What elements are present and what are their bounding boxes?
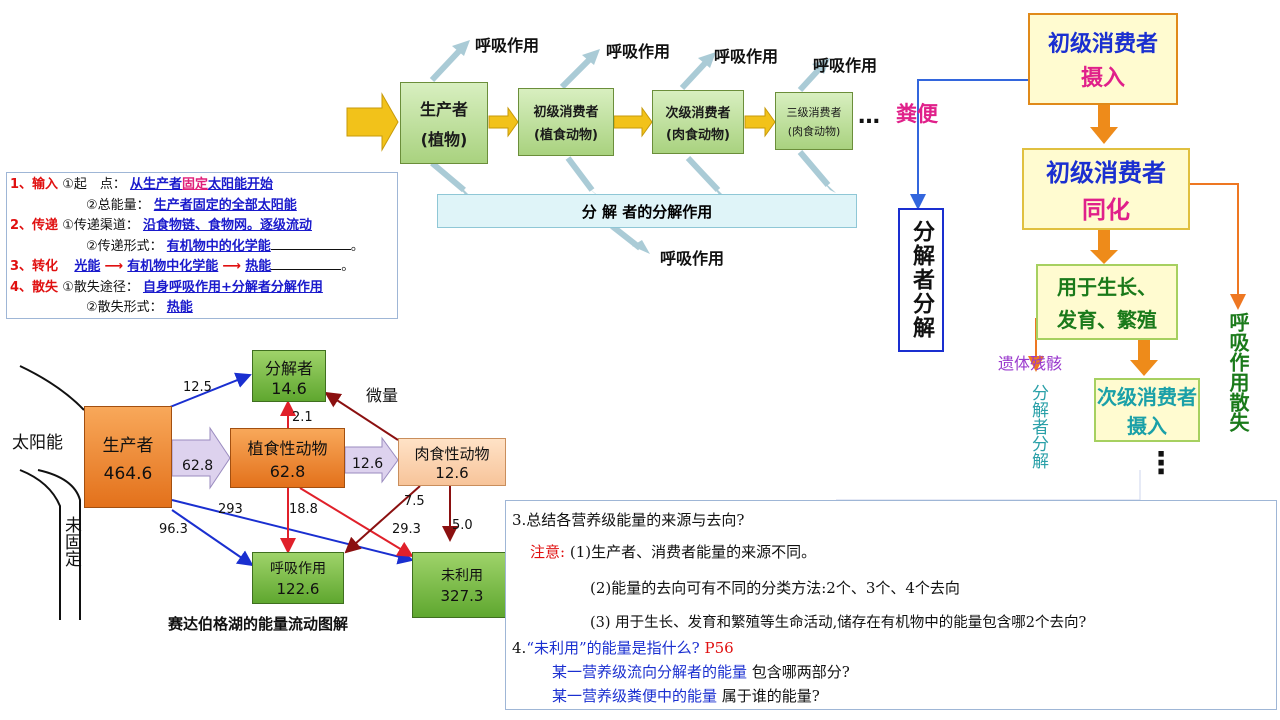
feces-line bbox=[910, 79, 1028, 210]
question-4-line-1: 某一营养级流向分解者的能量 包含哪两部分? bbox=[552, 663, 850, 681]
flow-value-96-3: 96.3 bbox=[159, 522, 188, 537]
feces-label: 粪便 bbox=[896, 102, 938, 126]
input-arrow bbox=[346, 92, 399, 152]
ss-producer-box: 生产者 464.6 bbox=[84, 406, 172, 508]
flow-value-5-0: 5.0 bbox=[452, 518, 473, 533]
trace-label: 微量 bbox=[366, 386, 399, 405]
right-orange-arrows bbox=[1090, 105, 1158, 376]
fat-arrow-herb-carn bbox=[344, 436, 399, 484]
chain-ellipsis: … bbox=[858, 104, 880, 129]
flow-arrow-2 bbox=[613, 106, 653, 138]
more-dots: ⋮ bbox=[1146, 446, 1176, 481]
summary-row-dissipation-form: ②散失形式： 热能 bbox=[86, 300, 193, 315]
diagram-caption: 赛达伯格湖的能量流动图解 bbox=[168, 615, 349, 633]
unfixed-label: 未固定 bbox=[61, 516, 81, 567]
flow-value-12-5: 12.5 bbox=[183, 380, 212, 395]
ss-carnivore-box: 肉食性动物 12.6 bbox=[398, 438, 506, 486]
flow-value-62-8: 62.8 bbox=[182, 458, 214, 474]
respiration-label-2: 呼吸作用 bbox=[606, 42, 671, 61]
summary-row-input-total: ②总能量： 生产者固定的全部太阳能 bbox=[86, 197, 297, 213]
sun-line-top bbox=[19, 365, 85, 411]
summary-row-transfer-channel: 2、传递 ①传递渠道： 沿食物链、食物网。逐级流动 bbox=[10, 218, 312, 233]
secondary-consumer-box: 次级消费者 (肉食动物) bbox=[652, 90, 744, 154]
question-3: 3.总结各营养级能量的来源与去向? bbox=[512, 511, 745, 529]
note-3: (3) 用于生长、发育和繁殖等生命活动,储存在有机物中的能量包含哪2个去向? bbox=[590, 615, 1087, 631]
decomposer-vertical-text: 分解者分解 bbox=[1028, 384, 1048, 469]
remains-label: 遗体残骸 bbox=[998, 354, 1063, 373]
note-2: (2)能量的去向可有不同的分类方法:2个、3个、4个去向 bbox=[590, 579, 960, 597]
sun-label: 太阳能 bbox=[12, 433, 63, 453]
summary-row-conversion: 3、转化 光能 ⟶ 有机物中化学能 ⟶ 热能。 bbox=[10, 259, 355, 274]
respiration-label-5: 呼吸作用 bbox=[660, 249, 725, 268]
question-4-row: 4.“未利用”的能量是指什么? P56 bbox=[512, 639, 734, 657]
ss-respiration-box: 呼吸作用 122.6 bbox=[252, 552, 344, 604]
decomposer-bar: 分 解 者的分解作用 bbox=[437, 194, 857, 228]
arrow-right-icon: ⟶ bbox=[222, 259, 242, 274]
summary-row-transfer-form: ②传递形式： 有机物中的化学能。 bbox=[86, 238, 364, 254]
ss-unused-box: 未利用 327.3 bbox=[412, 552, 512, 618]
flow-value-2-1: 2.1 bbox=[292, 410, 313, 425]
note-1-row: 注意: (1)生产者、消费者能量的来源不同。 bbox=[530, 543, 817, 561]
primary-assimilation-box: 初级消费者 同化 bbox=[1022, 148, 1190, 230]
note-label: 注意: bbox=[530, 543, 566, 561]
primary-intake-box: 初级消费者 摄入 bbox=[1028, 13, 1178, 105]
summary-row-input-origin: 1、输入 ①起 点： 从生产者固定太阳能开始 bbox=[10, 177, 274, 192]
summary-panel: 1、输入 ①起 点： 从生产者固定太阳能开始 ②总能量： 生产者固定的全部太阳能… bbox=[6, 172, 398, 319]
respiration-label-4: 呼吸作用 bbox=[813, 56, 878, 75]
tertiary-consumer-box: 三级消费者 (肉食动物) bbox=[775, 92, 853, 150]
questions-panel: 3.总结各营养级能量的来源与去向? 注意: (1)生产者、消费者能量的来源不同。… bbox=[505, 500, 1277, 710]
flow-value-12-6: 12.6 bbox=[352, 456, 384, 472]
respiration-label-1: 呼吸作用 bbox=[475, 36, 540, 55]
respiration-label-3: 呼吸作用 bbox=[714, 47, 779, 66]
decomposer-vertical-box: 分解者分解 bbox=[898, 208, 944, 352]
resp-line bbox=[1190, 183, 1246, 310]
producer-box: 生产者 (植物) bbox=[400, 82, 488, 164]
ss-decomposer-box: 分解者 14.6 bbox=[252, 350, 326, 402]
sun-line-bottom bbox=[19, 469, 61, 620]
growth-box: 用于生长、 发育、繁殖 bbox=[1036, 264, 1178, 340]
flow-arrow-3 bbox=[744, 106, 776, 138]
respiration-vertical-text: 呼吸作用散失 bbox=[1226, 312, 1250, 432]
flow-arrow-1 bbox=[488, 106, 519, 138]
flow-value-18-8: 18.8 bbox=[289, 502, 318, 517]
arrow-right-icon: ⟶ bbox=[104, 259, 124, 274]
summary-row-dissipation-path: 4、散失 ①散失途径： 自身呼吸作用+分解者分解作用 bbox=[10, 279, 323, 295]
secondary-intake-box: 次级消费者 摄入 bbox=[1094, 378, 1200, 442]
ss-herbivore-box: 植食性动物 62.8 bbox=[230, 428, 345, 488]
flow-value-293: 293 bbox=[218, 502, 243, 517]
question-4-line-2: 某一营养级粪便中的能量 属于谁的能量? bbox=[552, 687, 820, 705]
fat-arrow-producer-herb bbox=[171, 426, 231, 490]
primary-consumer-box: 初级消费者 (植食动物) bbox=[518, 88, 614, 156]
flow-value-7-5: 7.5 bbox=[404, 494, 425, 509]
flow-value-29-3: 29.3 bbox=[392, 522, 421, 537]
